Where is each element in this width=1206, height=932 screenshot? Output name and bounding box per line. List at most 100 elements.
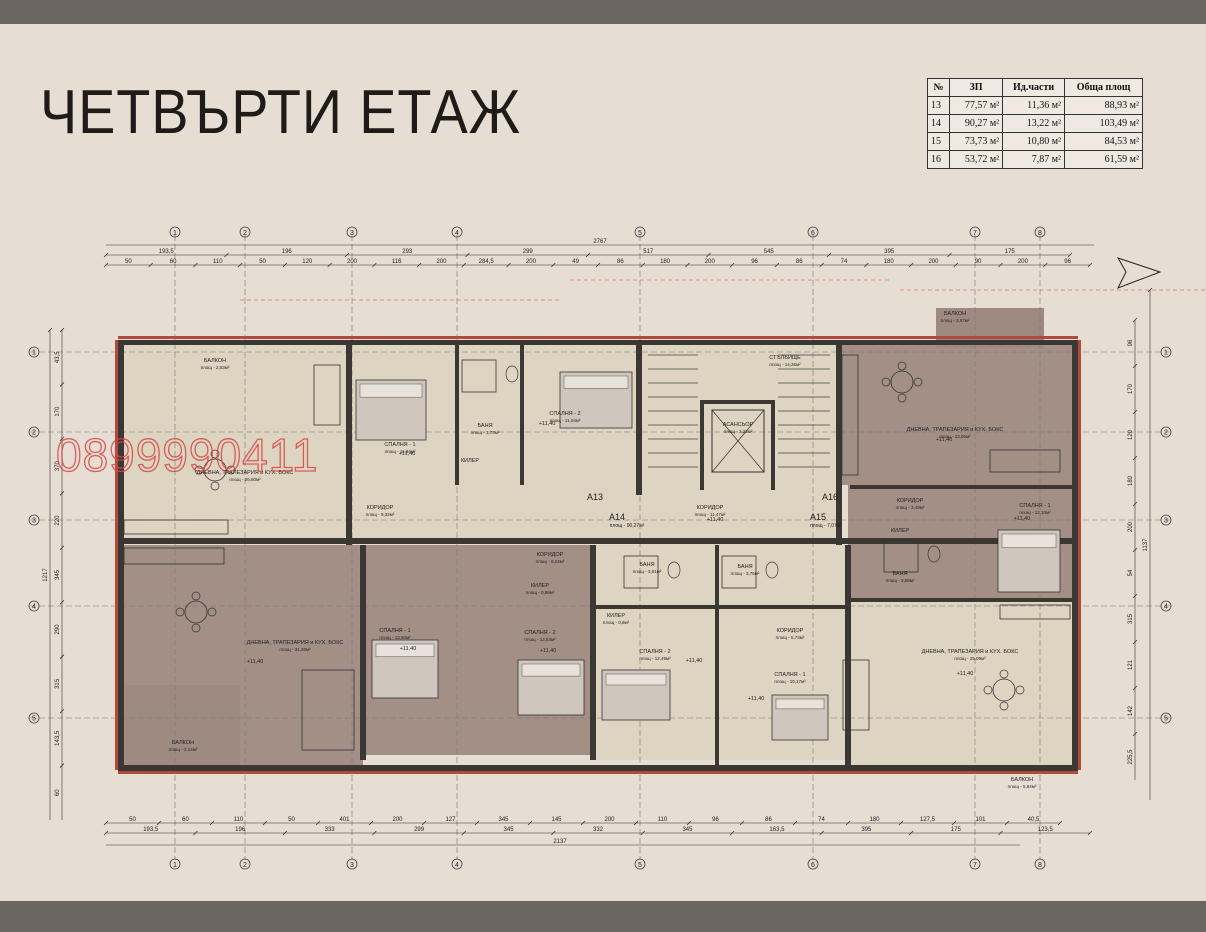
- room-label: КОРИДОР: [537, 552, 564, 558]
- dim-label: 293: [402, 249, 413, 255]
- grid-axis-label: 2: [1164, 430, 1168, 437]
- dining-chair: [881, 377, 891, 387]
- dim-tick: [1004, 820, 1010, 826]
- sofa: [301, 669, 355, 751]
- dim-tick: [1132, 685, 1138, 691]
- room-area-label: площ - 12,10м²: [1019, 510, 1051, 515]
- room-area-label: площ - 14,26м²: [769, 362, 801, 367]
- wall: [836, 345, 842, 545]
- dim-tick: [368, 820, 374, 826]
- dim-label: 315: [1128, 613, 1134, 624]
- built-area: 53,72 м²: [948, 150, 1004, 169]
- dim-label: 401: [339, 817, 350, 823]
- dim-label: 290: [55, 624, 61, 635]
- room-label: СПАЛНЯ - 1: [379, 628, 410, 634]
- dim-tick: [729, 830, 735, 836]
- dining-chair: [175, 607, 185, 617]
- dim-tick: [998, 830, 1003, 836]
- dim-tick: [826, 252, 832, 258]
- grid-axis-label: 3: [350, 230, 354, 237]
- room-area-label: площ - 3,57м²: [941, 318, 970, 323]
- kitchen-counter: [841, 354, 859, 476]
- dim-tick: [1132, 731, 1138, 737]
- room-label: БАЛКОН: [172, 740, 194, 746]
- dim-label: 50: [125, 259, 132, 265]
- wall: [771, 400, 775, 490]
- dim-label: 86: [617, 259, 624, 265]
- apartment-tag: А14: [609, 512, 625, 522]
- room-label: КОРИДОР: [777, 628, 804, 634]
- dim-tick: [527, 820, 533, 826]
- wall: [848, 598, 1078, 602]
- dim-tick: [59, 654, 65, 659]
- north-arrow: [1116, 257, 1162, 289]
- wall: [118, 765, 1078, 771]
- room-area-label: площ - 3,51м²: [633, 569, 662, 574]
- dim-tick: [59, 327, 65, 333]
- table-row: 15 73,73 м² 10,80 м² 84,53 м²: [927, 132, 1143, 151]
- dim-label: 200: [392, 817, 403, 823]
- wall: [590, 545, 596, 760]
- elevator-car: [711, 409, 765, 473]
- dining-chair: [897, 393, 907, 403]
- dim-label: 1137: [1143, 538, 1149, 552]
- room-label: ДНЕВНА, ТРАПЕЗАРИЯ и КУХ. БОКС: [247, 640, 344, 646]
- dim-tick: [103, 252, 109, 258]
- dim-tick: [416, 262, 422, 268]
- dining-chair: [999, 669, 1009, 679]
- room-label: ДНЕВНА, ТРАПЕЗАРИЯ и КУХ. БОКС: [197, 470, 294, 476]
- dim-label: 86: [765, 817, 772, 823]
- dim-label: 142: [1128, 705, 1134, 716]
- apt-number: 16: [927, 150, 950, 169]
- dim-tick: [729, 262, 735, 268]
- room-area-label: площ - 25,09м²: [954, 656, 986, 661]
- dim-label: 74: [818, 817, 825, 823]
- dim-total-label: 2137: [553, 839, 567, 845]
- room-label: БАНЯ: [477, 423, 492, 429]
- level-mark: +11,40: [540, 648, 557, 654]
- dim-tick: [706, 252, 711, 258]
- dim-label: 123,5: [1038, 827, 1054, 833]
- level-mark: +11,40: [936, 437, 953, 443]
- dining-chair: [999, 701, 1009, 711]
- grid-axis-label: 2: [243, 230, 247, 237]
- room-label: СПАЛНЯ - 2: [639, 649, 670, 655]
- dim-tick: [282, 262, 288, 268]
- room-label: БАНЯ: [737, 564, 752, 570]
- apartment-area-note: площ - 90,27м²: [610, 523, 645, 529]
- dining-chair: [207, 607, 217, 617]
- dim-tick: [640, 262, 646, 268]
- room-label: КОРИДОР: [897, 498, 924, 504]
- dim-label: 200: [1018, 259, 1029, 265]
- facade-insulation: [115, 340, 118, 770]
- dim-label: 101: [975, 817, 986, 823]
- dim-label: 225,5: [1128, 749, 1134, 765]
- room-label: СПАЛНЯ - 1: [774, 672, 805, 678]
- dim-label: 90: [975, 259, 982, 265]
- toilet: [505, 365, 519, 383]
- grid-axis-label: 3: [350, 862, 354, 869]
- dim-label: 60: [182, 817, 189, 823]
- dim-tick: [372, 830, 377, 836]
- room-label: ДНЕВНА, ТРАПЕЗАРИЯ и КУХ. БОКС: [922, 649, 1019, 655]
- grid-axis-marker: [28, 426, 40, 438]
- dim-label: 220: [55, 515, 61, 526]
- apartment-tag: А16: [822, 492, 838, 502]
- dim-tick: [550, 830, 556, 836]
- level-mark: +11,40: [400, 646, 417, 652]
- dim-tick: [59, 599, 65, 605]
- dim-tick: [327, 262, 332, 268]
- kitchen-counter: [123, 519, 229, 535]
- dim-tick: [845, 820, 851, 826]
- level-mark: +11,40: [247, 659, 264, 665]
- sofa: [842, 659, 870, 731]
- dim-label: 180: [884, 259, 895, 265]
- balcony-zone: [125, 685, 240, 770]
- kitchen-counter: [123, 547, 225, 565]
- dim-label: 180: [869, 817, 880, 823]
- grid-axis-marker: [634, 858, 646, 870]
- wall: [118, 340, 1078, 345]
- dim-tick: [103, 262, 109, 268]
- room-area-label: площ - 0,8м²: [603, 620, 630, 625]
- dim-label: 299: [523, 249, 534, 255]
